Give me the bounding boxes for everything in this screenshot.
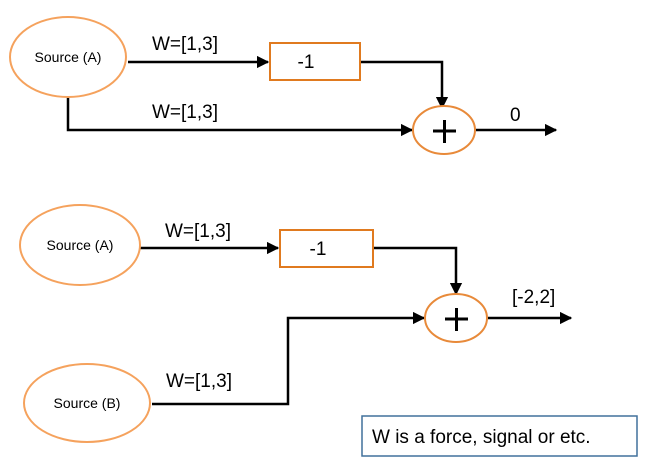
bottom-wire-source-b-to-sum <box>152 311 426 406</box>
note-text: W is a force, signal or etc. <box>372 427 591 448</box>
bottom-gain-label: -1 <box>310 239 327 260</box>
bottom-weight-b-label: W=[1,3] <box>166 371 232 392</box>
top-wire-source-to-sum <box>66 96 414 137</box>
bottom-gain-block <box>279 229 374 268</box>
top-weight-upper-label: W=[1,3] <box>152 34 218 55</box>
top-gain-label: -1 <box>298 52 315 73</box>
bottom-source-a-label: Source (A) <box>47 237 114 253</box>
note-box: W is a force, signal or etc. <box>361 415 638 457</box>
top-source-a-label: Source (A) <box>35 49 102 65</box>
bottom-output-label: [-2,2] <box>512 287 555 308</box>
top-gain-block <box>269 42 361 81</box>
top-diagram: Source (A) W=[1,3] W=[1,3] -1 0 <box>9 16 558 155</box>
top-source-a-node <box>9 16 127 98</box>
top-wire-gain-to-sum <box>360 60 449 110</box>
bottom-source-a-node <box>19 204 141 286</box>
bottom-weight-a-label: W=[1,3] <box>165 221 231 242</box>
bottom-wire-gain-to-sum <box>374 246 463 296</box>
bottom-source-b-label: Source (B) <box>54 395 121 411</box>
top-weight-lower-label: W=[1,3] <box>152 102 218 123</box>
top-output-label: 0 <box>510 105 521 126</box>
bottom-source-b-node <box>23 363 151 443</box>
note-box-frame <box>361 415 638 457</box>
bottom-diagram: Source (A) Source (B) W=[1,3] W=[1,3] -1… <box>19 204 573 443</box>
